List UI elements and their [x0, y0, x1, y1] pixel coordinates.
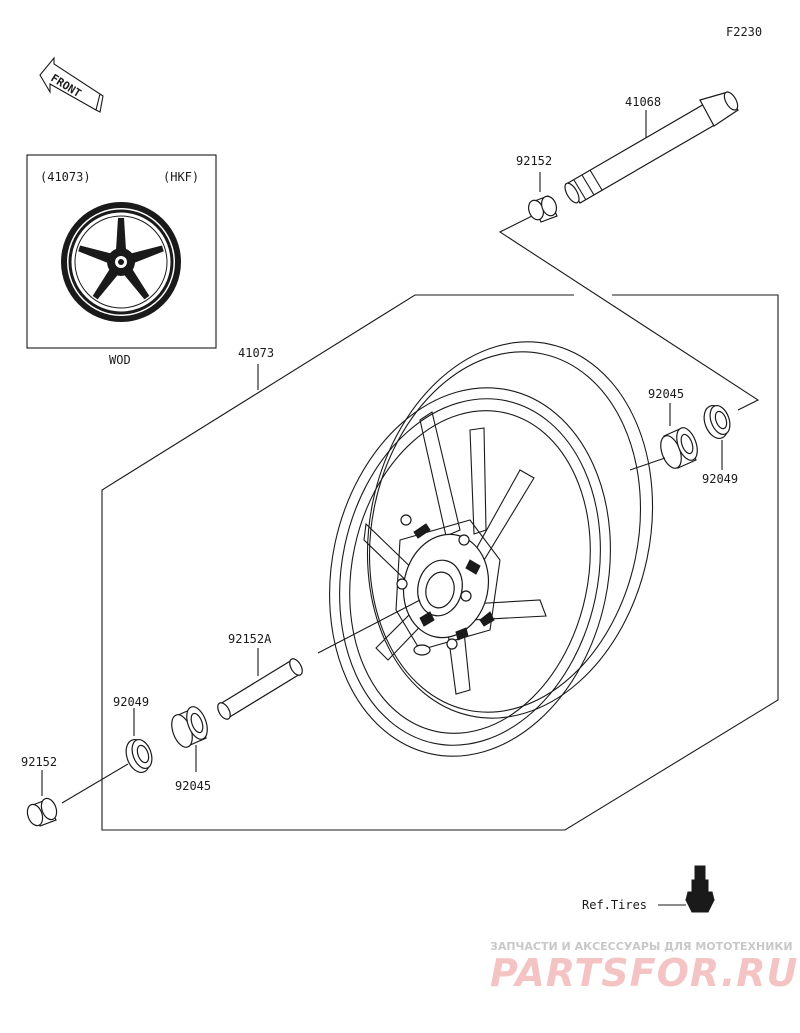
inset-right-label: (HKF)	[163, 170, 199, 184]
wheel-41073	[329, 341, 654, 757]
spacer-92152a	[217, 599, 421, 720]
inset-left-label: (41073)	[40, 170, 91, 184]
callout-bearing-right: 92045	[648, 387, 684, 401]
front-arrow-icon: FRONT	[39, 56, 104, 113]
inset-caption: WOD	[109, 353, 131, 367]
inset-wheel-icon	[61, 202, 181, 322]
collar-left	[26, 763, 129, 827]
callout-collar-left: 92152	[21, 755, 57, 769]
callout-axle: 41068	[625, 95, 661, 109]
axle-41068	[564, 91, 739, 204]
assembly-outline	[101, 294, 779, 831]
seal-left	[125, 708, 153, 774]
collar-right	[527, 172, 558, 223]
axle-bracket	[498, 211, 760, 411]
bearing-right	[629, 403, 698, 471]
figure-code: F2230	[726, 25, 762, 39]
callout-collar-right: 92152	[516, 154, 552, 168]
seal-right	[703, 404, 731, 470]
watermark-brand: PARTSFOR.RU	[490, 951, 798, 995]
inset-box: (41073) (HKF) WOD	[26, 154, 217, 367]
valve-stem-icon	[685, 865, 715, 913]
callout-seal-left: 92049	[113, 695, 149, 709]
callout-bearing-left: 92045	[175, 779, 211, 793]
callout-wheel: 41073	[238, 346, 274, 360]
watermark-tagline: ЗАПЧАСТИ И АКСЕССУАРЫ ДЛЯ МОТОТЕХНИКИ	[490, 940, 793, 953]
callout-spacer: 92152A	[228, 632, 272, 646]
bearing-left	[171, 706, 208, 772]
reference-tires: Ref.Tires	[582, 898, 647, 912]
callout-seal-right: 92049	[702, 472, 738, 486]
